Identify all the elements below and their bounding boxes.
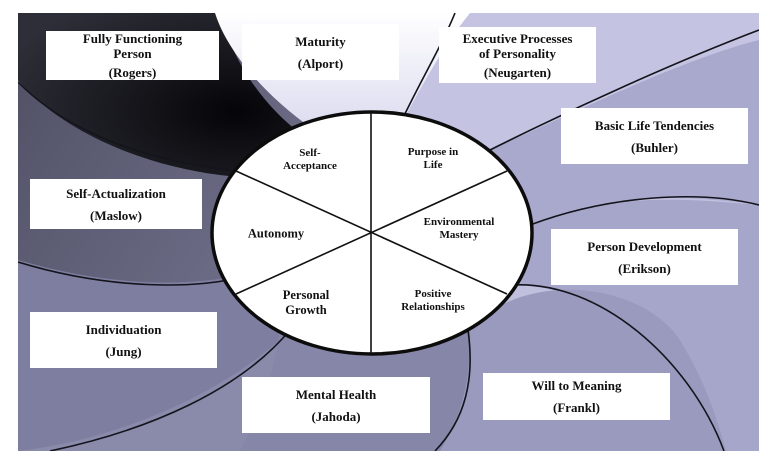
theory-box-maslow: Self-Actualization (Maslow) <box>30 179 202 229</box>
theory-box-frankl: Will to Meaning (Frankl) <box>483 373 670 420</box>
theory-author: (Alport) <box>297 55 344 71</box>
segment-label-line: Life <box>423 159 443 171</box>
curve-right-upper <box>489 29 759 151</box>
theory-box-alport: Maturity (Alport) <box>242 24 399 80</box>
theory-author: (Jung) <box>105 343 142 359</box>
segment-self-acceptance: Self- Acceptance <box>283 147 337 173</box>
segment-positive-relationships: Positive Relationships <box>401 288 465 314</box>
curve-bottom-middle <box>434 329 471 451</box>
segment-label-line: Personal <box>282 288 330 302</box>
theory-box-rogers: Fully Functioning Person (Rogers) <box>46 31 219 80</box>
segment-label-line: Growth <box>285 303 327 317</box>
segment-label-line: Relationships <box>401 301 465 313</box>
segment-environmental-mastery: Environmental Mastery <box>424 216 495 242</box>
theory-name: Will to Meaning <box>531 378 622 393</box>
theory-author: (Neugarten) <box>483 64 552 80</box>
theory-name: Individuation <box>85 321 162 337</box>
segment-label-line: Environmental <box>423 216 495 228</box>
theory-box-erikson: Person Development (Erikson) <box>551 229 738 285</box>
segment-label-line: Acceptance <box>283 160 337 172</box>
theory-box-jung: Individuation (Jung) <box>30 312 217 368</box>
theory-box-jahoda: Mental Health (Jahoda) <box>242 377 430 433</box>
theory-name: Person <box>113 46 152 61</box>
theory-name: of Personality <box>479 45 556 61</box>
theory-author: (Maslow) <box>90 207 142 223</box>
theory-box-neugarten: Executive Processes of Personality (Neug… <box>439 27 596 83</box>
curve-right-lower <box>511 284 725 451</box>
curve-lower-left <box>49 329 291 451</box>
theory-author: (Jahoda) <box>311 408 361 424</box>
segment-label-line: Self- <box>299 147 321 159</box>
theory-name: Person Development <box>587 238 702 254</box>
theory-name: Mental Health <box>295 386 377 402</box>
theory-name: Fully Functioning <box>82 31 183 46</box>
segment-label-line: Positive <box>414 288 452 300</box>
segment-dividers <box>235 112 508 354</box>
theory-author: (Frankl) <box>553 400 600 415</box>
segment-personal-growth: Personal Growth <box>283 288 330 318</box>
theory-name: Maturity <box>295 33 346 49</box>
divider-diag-2 <box>235 170 508 295</box>
theory-name: Executive Processes <box>462 30 573 46</box>
curve-right-middle <box>529 196 759 226</box>
theory-name: Self-Actualization <box>66 185 166 201</box>
theory-author: (Erikson) <box>618 260 671 276</box>
segment-label-line: Mastery <box>439 229 479 241</box>
theory-author: (Rogers) <box>108 65 157 80</box>
theory-author: (Buhler) <box>631 139 678 155</box>
theory-name: Basic Life Tendencies <box>594 117 715 133</box>
segment-label-line: Purpose in <box>407 146 459 158</box>
theory-box-buhler: Basic Life Tendencies (Buhler) <box>561 108 748 164</box>
segment-autonomy: Autonomy <box>248 227 304 242</box>
segment-purpose-in-life: Purpose in Life <box>408 146 458 172</box>
segment-label-line: Autonomy <box>247 226 305 241</box>
